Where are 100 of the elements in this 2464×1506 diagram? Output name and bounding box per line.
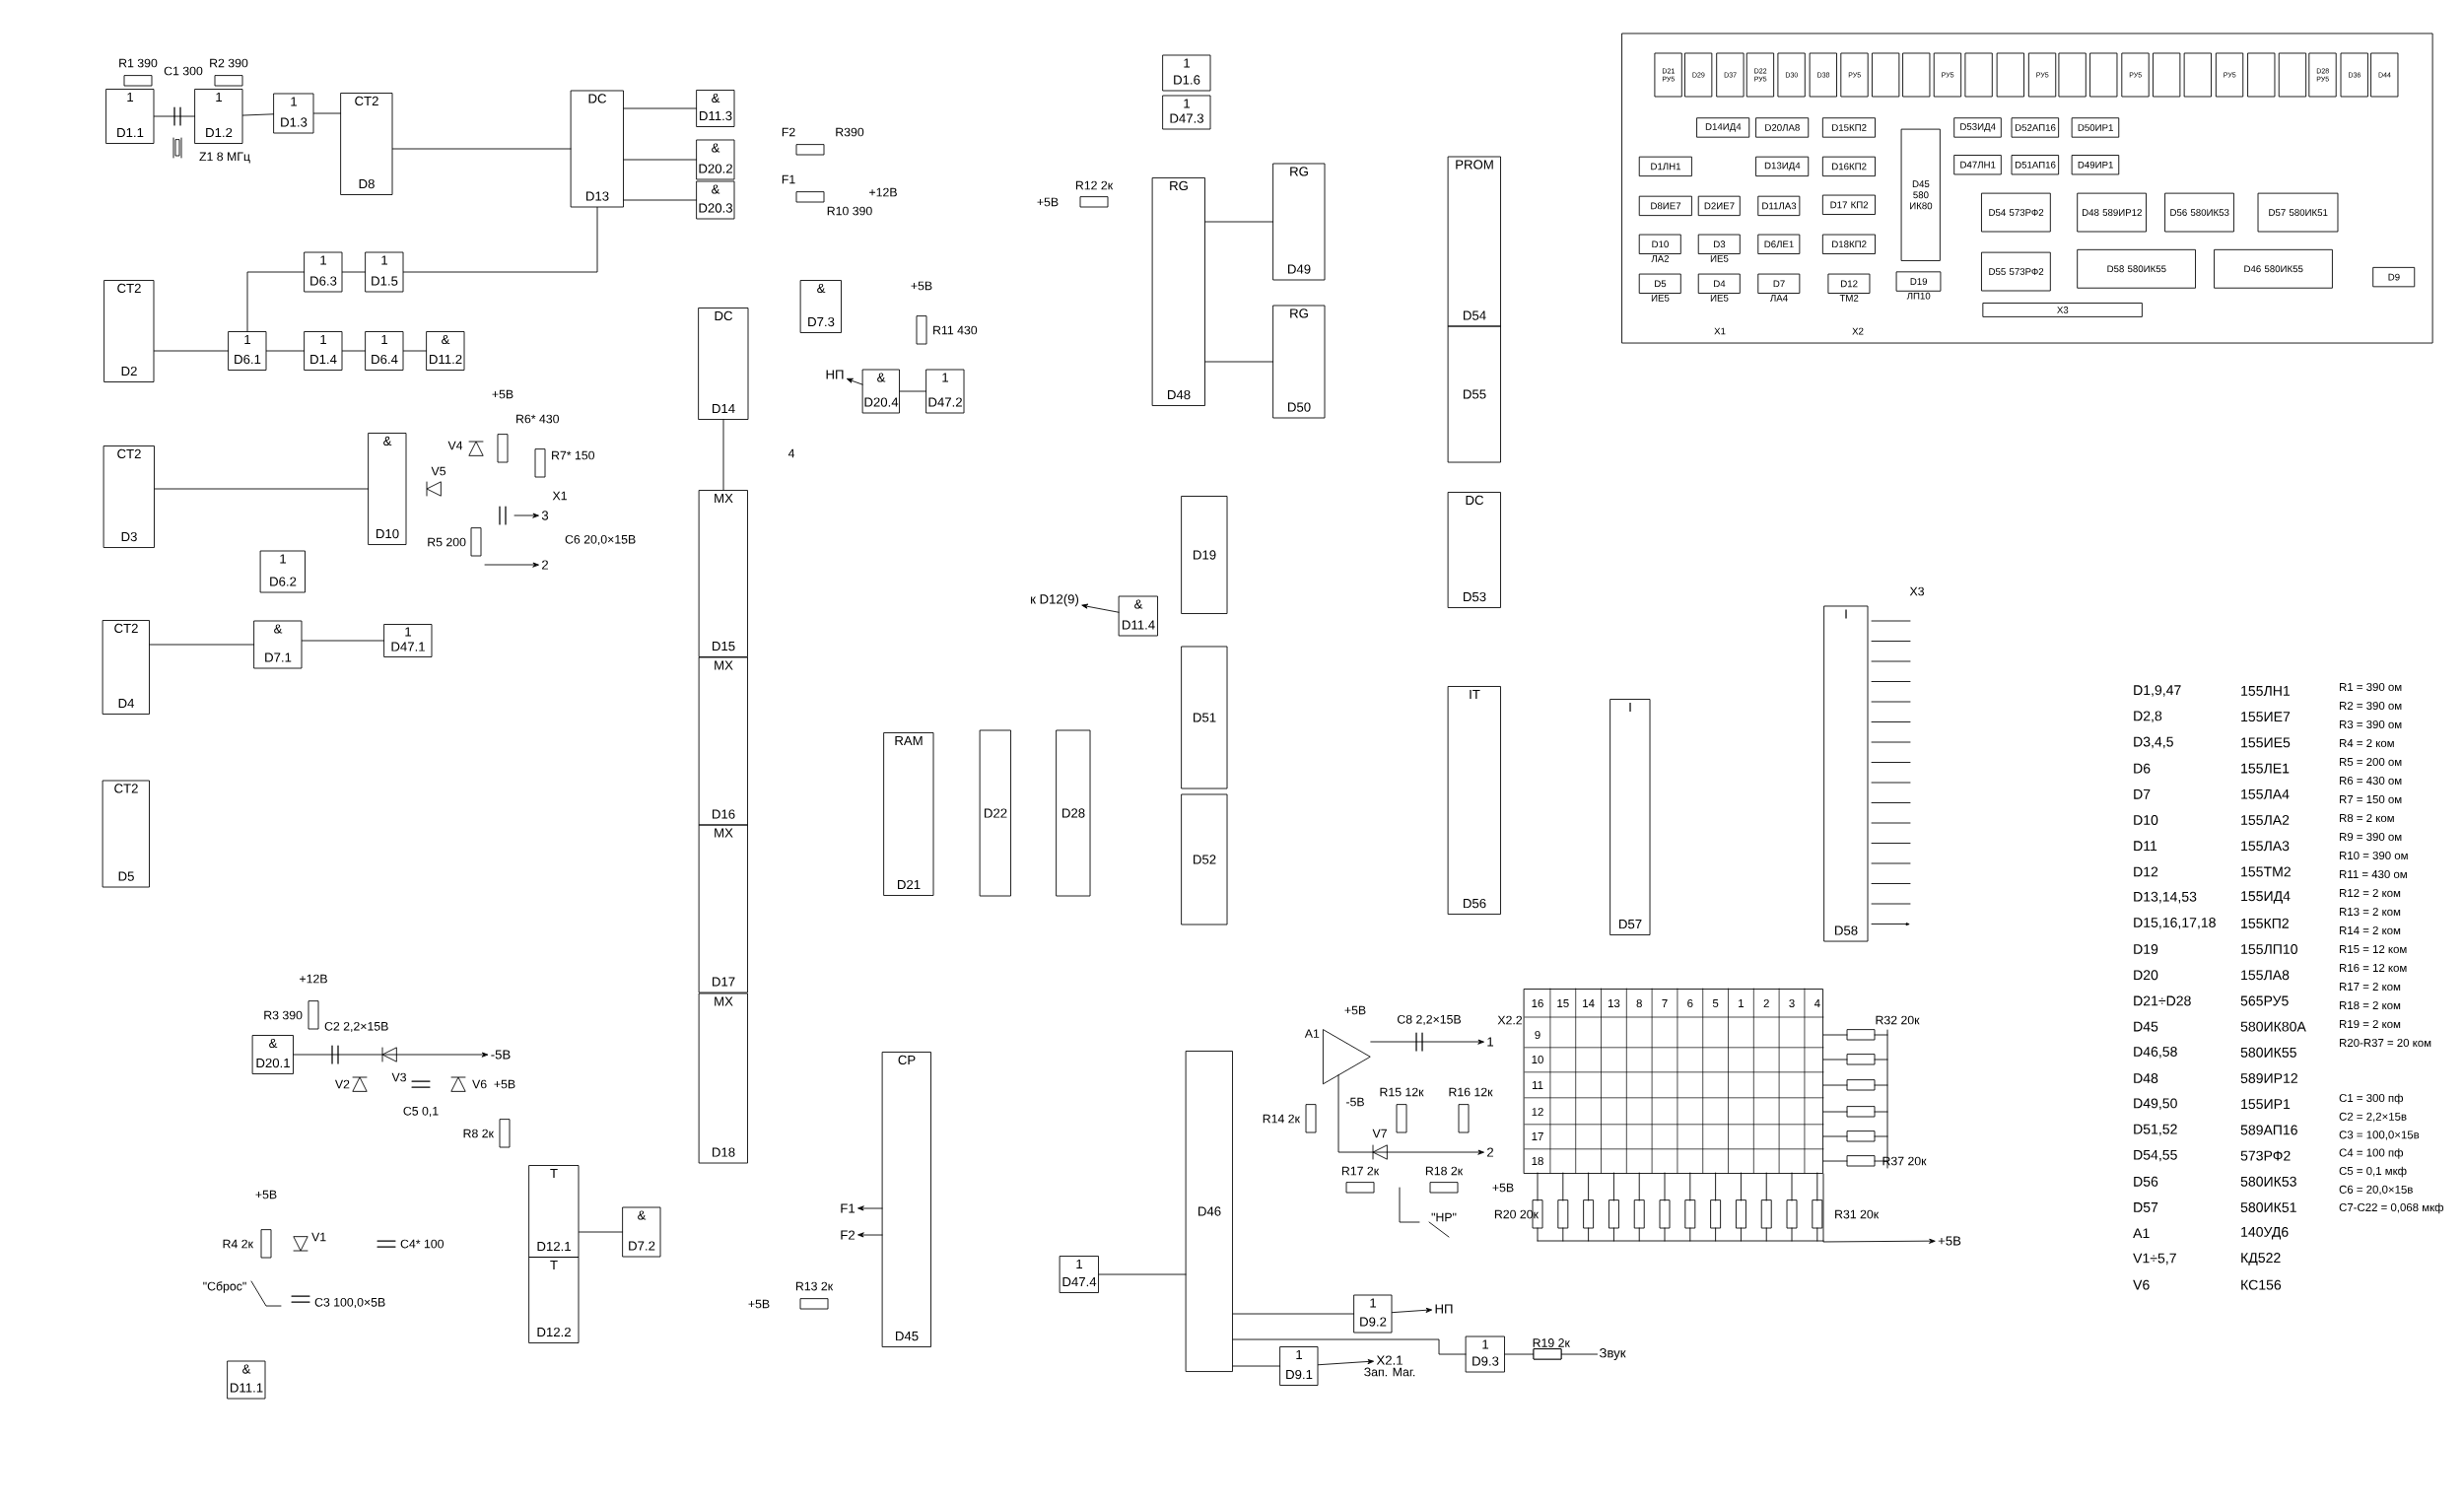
timer-chip: IT D56: [1448, 686, 1501, 915]
chip-outline: D46 580ИК55: [2214, 248, 2333, 289]
component-label: ИЕ5: [1710, 255, 1729, 262]
buffer-chip: D51: [1181, 646, 1228, 789]
pin-number: 2: [1487, 1147, 1494, 1157]
ram-chip: D28: [1056, 729, 1091, 897]
table-text: R1 = 390 ом: [2340, 682, 2402, 692]
chip-outline: [2184, 52, 2212, 98]
table-text: 580ИК55: [2240, 1047, 2296, 1058]
chip-outline: X3: [1982, 303, 2143, 317]
table-text: R18 = 2 ком: [2340, 1000, 2401, 1010]
table-text: D48: [2134, 1073, 2158, 1083]
logic-gate: 1 D1.5: [365, 251, 404, 293]
pin-number: 3: [1789, 998, 1795, 1008]
register-chip: RG D48: [1152, 177, 1205, 406]
wire: [1098, 1273, 1187, 1275]
pin-number: 15: [1557, 999, 1569, 1007]
logic-gate: 1 D1.6: [1162, 54, 1211, 92]
edge-label: R19 2к: [1533, 1338, 1570, 1347]
supply-label: +5В: [1938, 1236, 1961, 1246]
table-text: R3 = 390 ом: [2340, 719, 2402, 729]
wire: [302, 640, 384, 642]
component-label: +5В: [748, 1299, 770, 1309]
table-text: 155ИД4: [2241, 891, 2291, 904]
component-label: F1: [782, 174, 795, 184]
table-text: R19 = 2 ком: [2340, 1019, 2401, 1029]
component-label: ЛА4: [1770, 295, 1788, 302]
pin-number: 7: [1662, 999, 1668, 1007]
pin-number: 13: [1608, 998, 1620, 1008]
wire: [484, 562, 539, 568]
table-text: D56: [2134, 1176, 2158, 1187]
table-text: V1÷5,7: [2133, 1253, 2176, 1266]
table-text: R12 = 2 ком: [2340, 888, 2401, 898]
table-text: D6: [2134, 763, 2151, 774]
logic-gate: 1 D6.1: [228, 331, 267, 371]
chip-outline: D3: [1698, 234, 1741, 254]
component-label: +12В: [300, 974, 327, 984]
counter-chip: CT2 D3: [103, 445, 155, 548]
pin-number: 1: [1739, 999, 1745, 1007]
flip-flop-chip: T D12.1: [528, 1165, 580, 1258]
wire: [1392, 1307, 1432, 1314]
wire: [154, 488, 369, 490]
chip-outline: D13ИД4: [1755, 156, 1810, 177]
table-text: R5 = 200 ом: [2340, 757, 2402, 767]
pin-number: 8: [1636, 998, 1642, 1008]
component-label: R1 390: [119, 58, 158, 68]
table-text: C1 = 300 пф: [2339, 1093, 2404, 1105]
table-text: C3 = 100,0×15в: [2339, 1130, 2420, 1140]
wire: [242, 113, 274, 116]
wire: [1081, 603, 1120, 613]
component-label: +5В: [1344, 1005, 1366, 1015]
chip-outline: D10: [1639, 234, 1681, 254]
component-label: C3 100,0×5В: [314, 1297, 385, 1309]
pin-number: 12: [1532, 1108, 1543, 1116]
table-text: R14 = 2 ком: [2340, 925, 2401, 935]
component-label: R6* 430: [516, 414, 560, 424]
component-label: R5 200: [428, 537, 466, 547]
table-text: 155ЛН1: [2241, 686, 2291, 696]
component-label: "НР": [1431, 1212, 1457, 1222]
table-text: V6: [2133, 1279, 2150, 1290]
component-label: +5В: [492, 389, 513, 399]
table-text: 155ИЕ7: [2241, 712, 2291, 722]
wire: [266, 350, 305, 352]
logic-gate: 1 D6.2: [260, 550, 306, 593]
table-text: 155КП2: [2241, 918, 2289, 928]
chip-outline: D56 580ИК53: [2164, 192, 2234, 233]
table-text: D57: [2134, 1202, 2158, 1212]
wire: [857, 1232, 883, 1238]
pin-number: 2: [542, 560, 548, 570]
pin-number: 17: [1532, 1132, 1543, 1140]
chip-outline: D2ИЕ7: [1698, 195, 1741, 217]
chip-outline: D5: [1639, 273, 1681, 294]
table-text: D1,9,47: [2134, 685, 2181, 697]
component-label: R14 2к: [1263, 1114, 1300, 1124]
chip-outline: D55 573РФ2: [1981, 251, 2051, 292]
table-text: R2 = 390 ом: [2340, 701, 2402, 711]
wire: [1318, 1359, 1374, 1366]
supply-label: -5В: [491, 1050, 511, 1060]
chip-outline: [1997, 52, 2024, 98]
signal-label: Звук: [1599, 1348, 1626, 1360]
counter-chip: CT2 D5: [103, 780, 150, 888]
table-text: 589ИР12: [2240, 1073, 2297, 1083]
logic-gate: 1 D1.4: [304, 331, 343, 371]
table-text: 155ИР1: [2241, 1099, 2291, 1110]
component-label: C6 20,0×15В: [565, 534, 636, 546]
logic-gate: 1 D9.3: [1466, 1335, 1505, 1373]
chip-outline: D7: [1757, 273, 1801, 294]
table-text: 580ИК51: [2240, 1202, 2296, 1212]
wire: [623, 107, 697, 109]
component-label: X1: [552, 491, 567, 501]
table-text: 580ИК53: [2240, 1176, 2296, 1187]
chip-outline: D47ЛН1: [1953, 155, 2002, 175]
logic-gate: & D20.2: [696, 139, 735, 180]
component-label: V2: [334, 1079, 350, 1089]
wire: [1337, 1074, 1484, 1155]
component-label: C2 2,2×15В: [324, 1021, 388, 1033]
component-label: R11 430: [933, 325, 978, 335]
wire: [623, 199, 697, 201]
wire: [847, 378, 863, 385]
table-text: 155ИЕ5: [2241, 737, 2291, 748]
